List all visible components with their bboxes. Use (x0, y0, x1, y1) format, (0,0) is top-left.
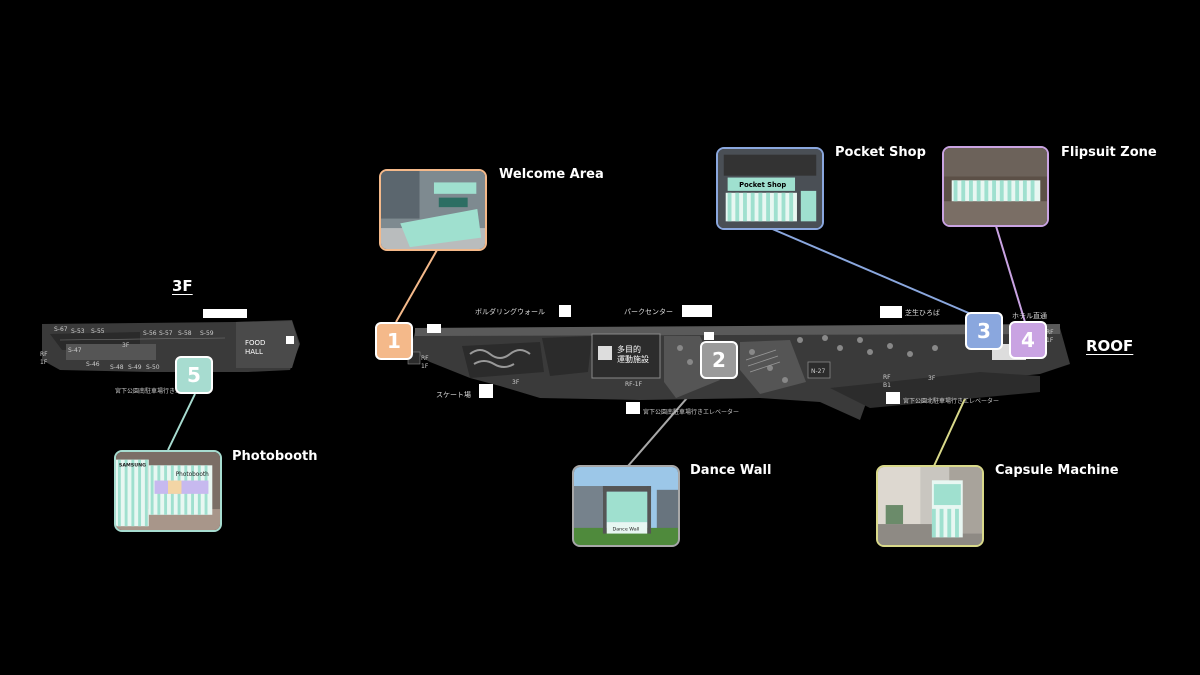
floor-label: 1F (1046, 337, 1054, 344)
shop-label: S-55 (91, 328, 105, 335)
connector-photobooth (167, 393, 196, 451)
lawn-plaza-label: 芝生ひろば (905, 308, 940, 317)
shop-label: S-56 (143, 330, 157, 337)
connector-pocket-shop (769, 227, 986, 321)
floor-title-roof: ROOF (1086, 337, 1134, 355)
flipsuit-zone-photo[interactable] (942, 146, 1049, 227)
capsule-machine-photo[interactable] (876, 465, 984, 547)
skate-park-label: スケート場 (436, 390, 471, 399)
welcome-area-photo[interactable] (379, 169, 487, 251)
flipsuit-zone-caption: Flipsuit Zone (1061, 145, 1157, 160)
connector-welcome-area (395, 249, 438, 323)
map-icon (427, 324, 441, 333)
floor-label: B1 (883, 382, 891, 389)
photobooth-photo[interactable]: SAMSUNG Photobooth (114, 450, 222, 532)
restroom-icon (880, 306, 902, 318)
shop-label: S-47 (68, 347, 82, 354)
food-hall-label: HALL (245, 348, 263, 356)
connector-flipsuit-zone (995, 225, 1026, 323)
aed-icon (286, 336, 294, 344)
floor-label: RF (883, 374, 891, 381)
food-hall-label: FOOD (245, 339, 265, 347)
dance-wall-sign: Dance Wall (613, 527, 640, 533)
north-elevator-label: 宮下公園北駐車場行きエレベーター (903, 397, 999, 405)
shop-label: S-67 (54, 326, 68, 333)
pocket-shop-caption: Pocket Shop (835, 145, 926, 160)
floor-label: 3F (122, 342, 130, 349)
floor-label: 3F (512, 379, 520, 386)
bouldering-wall-label: ボルダリングウォール (475, 307, 545, 316)
floor-label: RF-1F (625, 381, 643, 388)
skate-icon (479, 384, 493, 398)
pocket-shop-sign: Pocket Shop (739, 181, 786, 189)
multipurpose-facility-label: 多目的 (617, 344, 641, 354)
floor-label: RF (421, 355, 429, 362)
third-floor-plan: S-53 S-55 S-56 S-57 S-58 S-59 S-47 S-48 … (40, 309, 300, 395)
shop-label: S-53 (71, 328, 85, 335)
south-elevator-label: 宮下公園南駐車場行きエレベーター (643, 408, 739, 416)
parking-icon (626, 402, 640, 414)
shop-label: S-59 (200, 330, 214, 337)
location-badge-2[interactable]: 2 (700, 341, 738, 379)
aed-icon (704, 332, 714, 340)
shop-label: N-27 (811, 368, 825, 375)
shop-label: S-50 (146, 364, 160, 371)
parking-icon (886, 392, 900, 404)
elevator-label: 宮下公園南駐車場行きエレベーター (115, 387, 211, 395)
floor-label: RF (1046, 329, 1054, 336)
floor-title-3f: 3F (172, 277, 193, 295)
location-badge-4[interactable]: 4 (1009, 321, 1047, 359)
dance-wall-photo[interactable]: Dance Wall (572, 465, 680, 547)
park-center-label: パークセンター (624, 307, 673, 316)
shop-label: S-48 (110, 364, 124, 371)
capsule-machine-caption: Capsule Machine (995, 463, 1119, 478)
floor-label: 1F (421, 363, 429, 370)
restroom-icon (682, 305, 712, 317)
floor-label: RF (40, 351, 48, 358)
hotel-direct-label: ホテル直通 (1012, 311, 1047, 320)
photobooth-caption: Photobooth (232, 449, 318, 464)
location-badge-3[interactable]: 3 (965, 312, 1003, 350)
restroom-icon (203, 309, 247, 318)
floor-label: 3F (928, 375, 936, 382)
samsung-sign: SAMSUNG (119, 462, 146, 468)
floor-label: 1F (40, 359, 48, 366)
pocket-shop-photo[interactable]: Pocket Shop (716, 147, 824, 230)
photobooth-sign: Photobooth (176, 472, 209, 478)
shop-label: S-46 (86, 361, 100, 368)
shop-label: S-58 (178, 330, 192, 337)
shop-label: S-49 (128, 364, 142, 371)
multipurpose-facility-label: 運動施設 (617, 354, 649, 364)
dance-wall-caption: Dance Wall (690, 463, 772, 478)
location-badge-1[interactable]: 1 (375, 322, 413, 360)
location-badge-5[interactable]: 5 (175, 356, 213, 394)
shop-label: S-57 (159, 330, 173, 337)
welcome-area-caption: Welcome Area (499, 167, 604, 182)
climbing-icon (559, 305, 571, 317)
